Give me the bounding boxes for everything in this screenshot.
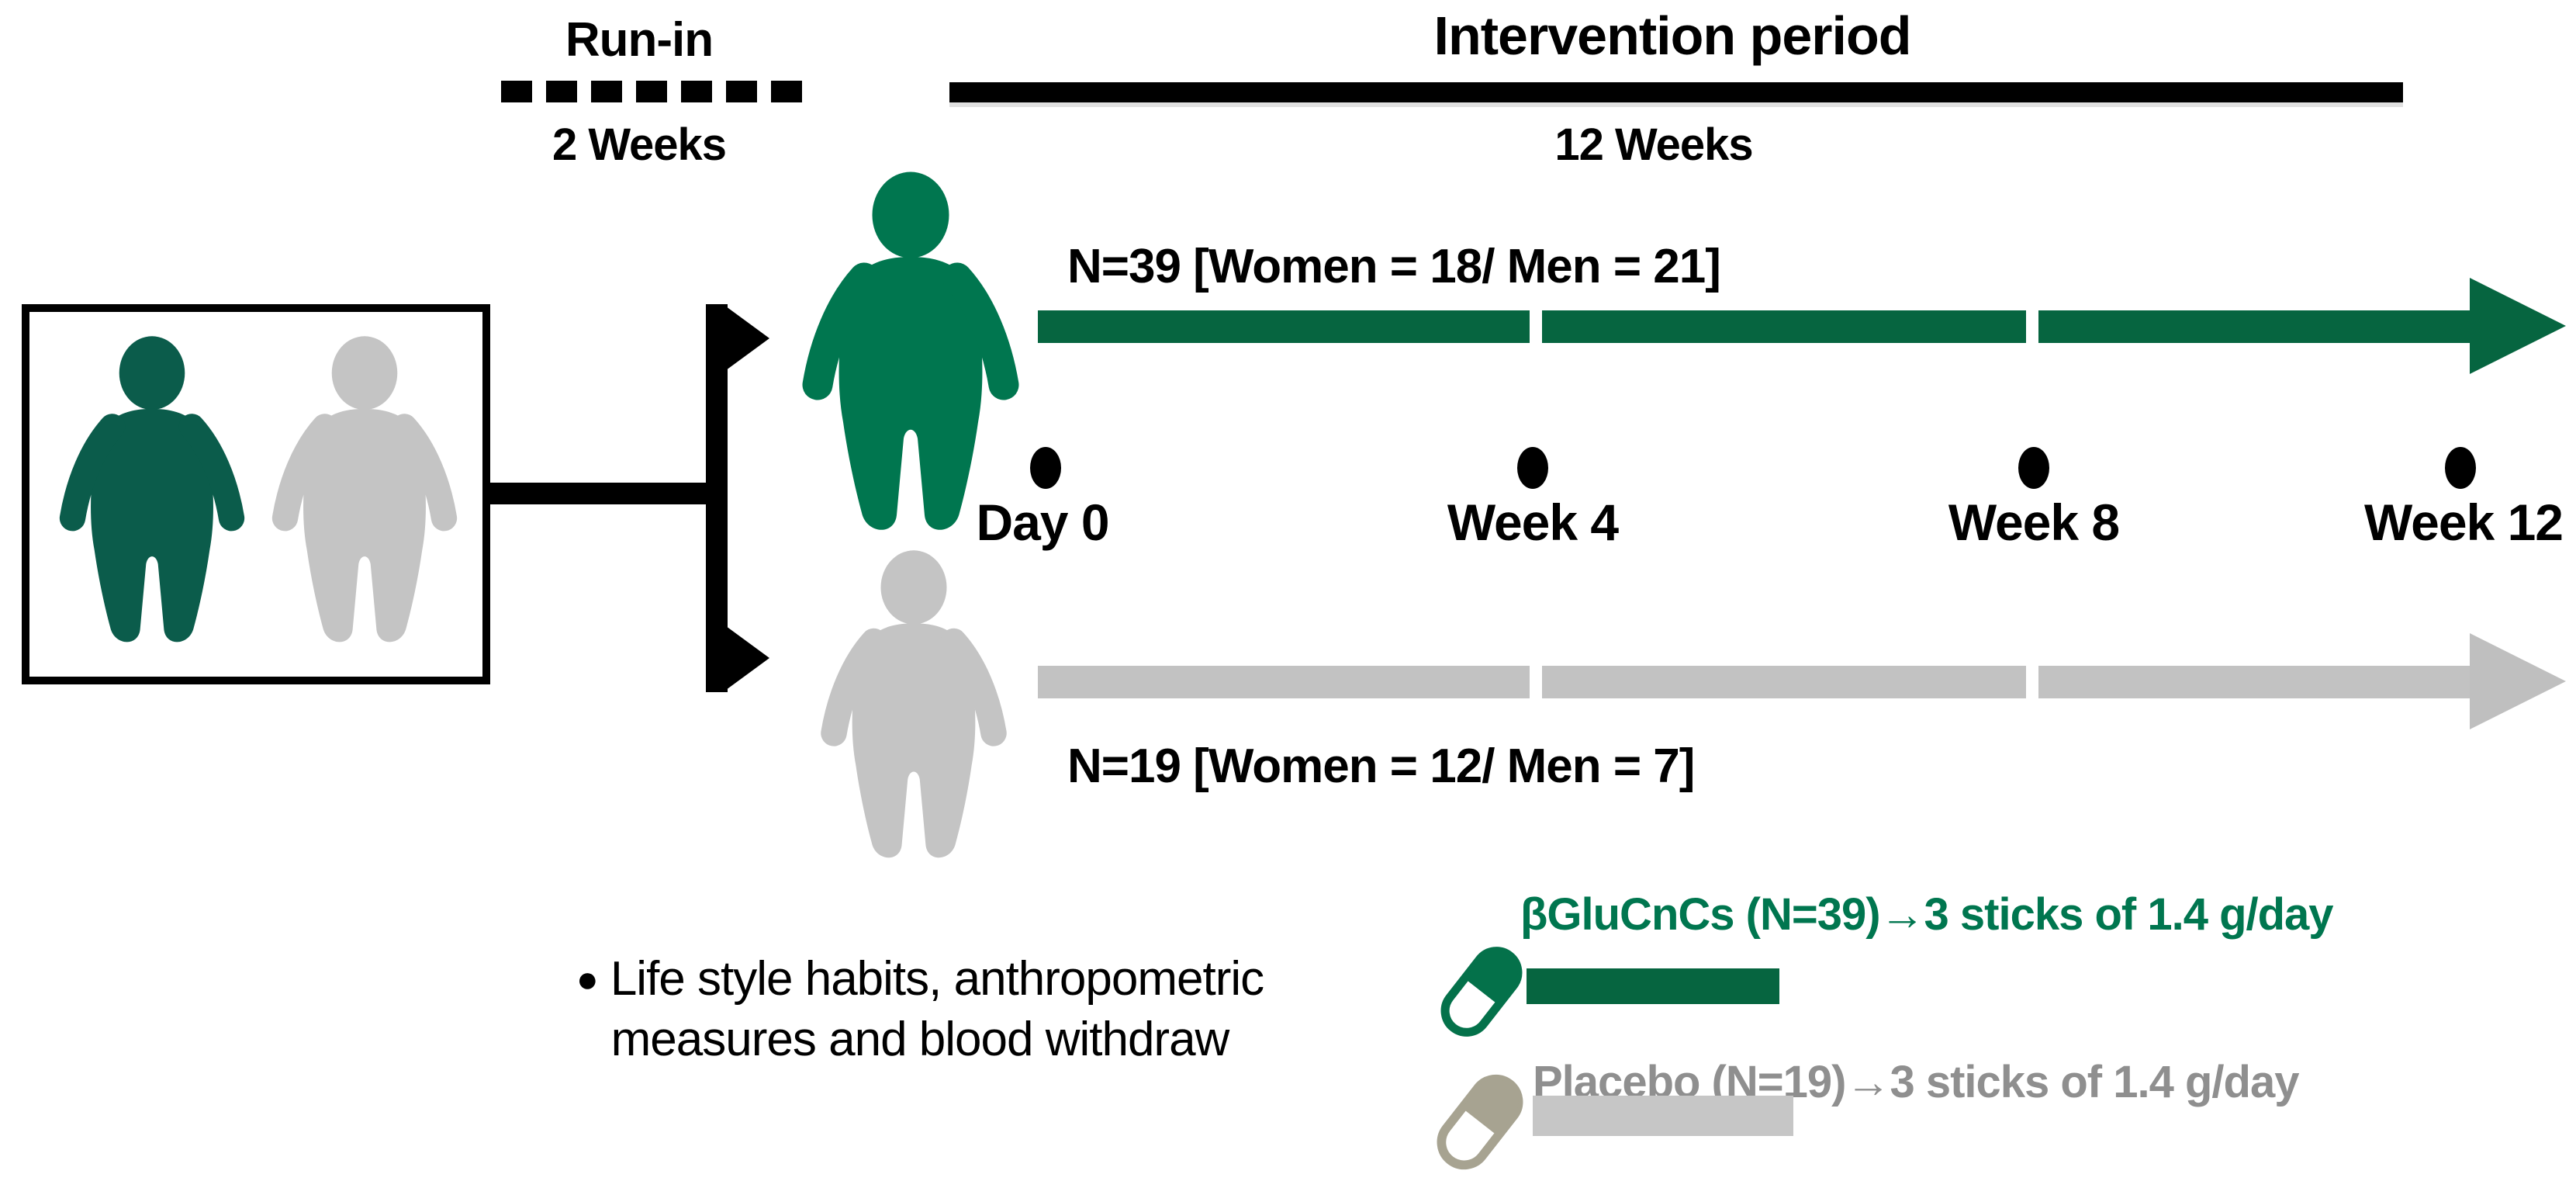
enrolled-person-gray-icon [264, 335, 465, 653]
assessment-note-line1: ● Life style habits, anthropometric [493, 950, 1347, 1010]
timeline-dot [1517, 447, 1548, 489]
legend-treatment-bar [1527, 968, 1779, 1004]
placebo-capsule-icon [1418, 1056, 1542, 1188]
assessment-note-text2: measures and blood withdraw [610, 1012, 1230, 1066]
placebo-arrow-segment [2038, 666, 2470, 698]
timeline-label-week12: Week 12 [2364, 494, 2564, 551]
treatment-arrow-segment [1542, 310, 2026, 343]
enrolled-person-green-icon [51, 335, 253, 653]
run-in-title: Run-in [565, 12, 714, 67]
assessment-note-text1: Life style habits, anthropometric [610, 951, 1264, 1006]
placebo-arrowhead-icon [2470, 633, 2566, 729]
intervention-title: Intervention period [1433, 6, 1912, 67]
timeline-label-day0: Day 0 [976, 494, 1109, 551]
intervention-duration: 12 Weeks [1554, 121, 1753, 171]
placebo-person-icon [813, 549, 1015, 869]
bullet-dot-icon: ● [576, 959, 599, 1001]
legend-treatment-label: βGluCnCs (N=39)→3 sticks of 1.4 g/day [1520, 891, 2334, 940]
treatment-arrow-segment [2038, 310, 2470, 343]
timeline-dot [2445, 447, 2476, 489]
timeline-dot [1030, 447, 1061, 489]
randomization-connector-line [490, 483, 726, 504]
placebo-arrow-segment [1038, 666, 1530, 698]
timeline-dot [2018, 447, 2049, 489]
run-in-duration: 2 Weeks [552, 121, 727, 171]
timeline-label-week4: Week 4 [1447, 494, 1619, 551]
run-in-dashed-line [501, 81, 807, 102]
treatment-capsule-icon [1423, 929, 1540, 1055]
timeline-label-week8: Week 8 [1948, 494, 2120, 551]
placebo-arrow-segment [1542, 666, 2026, 698]
treatment-person-icon [794, 171, 1027, 543]
assessment-note: ● Life style habits, anthropometric measu… [493, 950, 1347, 1069]
treatment-arrowhead-icon [2470, 278, 2566, 374]
legend-placebo-bar [1533, 1096, 1793, 1136]
treatment-arrow-segment [1038, 310, 1530, 343]
treatment-group-label: N=39 [Women = 18/ Men = 21] [1067, 239, 1721, 293]
branch-arrow-top-icon [723, 304, 769, 372]
branch-arrow-bottom-icon [723, 624, 769, 692]
intervention-period-line [949, 82, 2403, 102]
placebo-group-label: N=19 [Women = 12/ Men = 7] [1067, 739, 1695, 793]
